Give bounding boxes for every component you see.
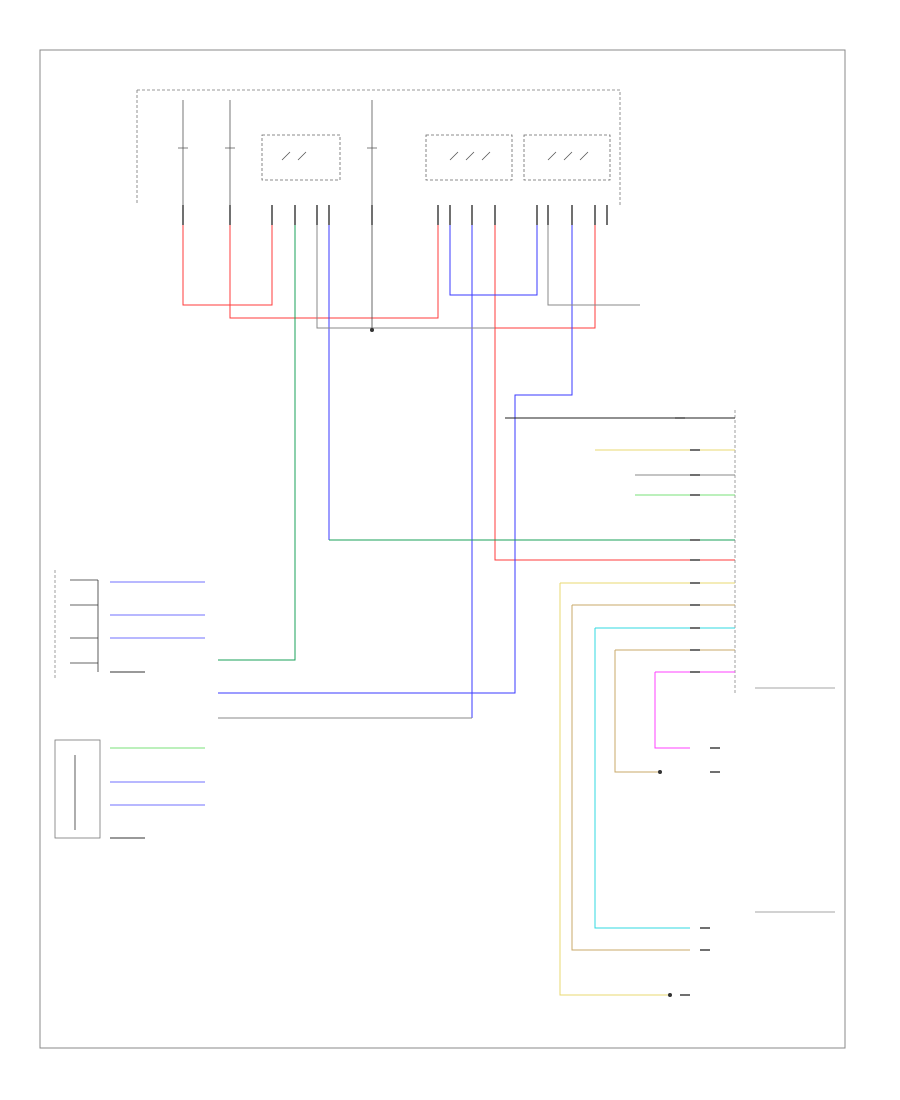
red-wires <box>182 225 735 561</box>
fuse-relay-block <box>136 89 621 215</box>
sensor-ground-2 <box>668 993 672 997</box>
switch-block-lower <box>54 739 205 839</box>
gray-wires <box>218 225 640 719</box>
blue-wires <box>218 225 573 718</box>
ground-symbol <box>370 225 374 332</box>
relay-2 <box>425 134 513 181</box>
diagram-frame <box>39 49 846 1049</box>
switch-block-upper <box>54 570 205 680</box>
relay-1 <box>261 134 341 181</box>
connector-stubs <box>182 205 608 225</box>
module-connectors <box>675 417 720 996</box>
module-wires <box>505 417 735 996</box>
relay-3 <box>523 134 611 181</box>
green-wires <box>218 225 735 661</box>
sensor-ground <box>658 770 662 774</box>
